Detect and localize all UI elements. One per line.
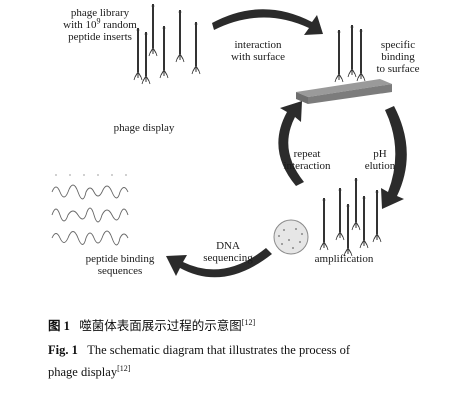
arrow-dna-sequencing bbox=[166, 248, 272, 278]
caption-english-line2: phage display[12] bbox=[48, 363, 131, 379]
label-interaction-with-surface: interaction with surface bbox=[230, 39, 286, 63]
bound-phages bbox=[334, 24, 366, 83]
arrow-interaction bbox=[212, 9, 323, 35]
label-phage-display: phage display bbox=[113, 122, 175, 134]
arrow-repeat-interaction bbox=[278, 101, 304, 186]
sequencing-chromatograms bbox=[51, 174, 129, 246]
caption-english: Fig. 1 The schematic diagram that illust… bbox=[48, 343, 350, 357]
caption-chinese: 图 1 噬菌体表面展示过程的示意图[12] bbox=[48, 317, 256, 333]
culture-dish bbox=[273, 219, 309, 255]
amplified-phages bbox=[319, 177, 382, 257]
label-amplification: amplification bbox=[314, 253, 374, 265]
label-phage-library: phage library with 109 random peptide in… bbox=[63, 7, 137, 43]
label-ph-elution: pH elution bbox=[364, 148, 396, 172]
label-specific-binding: specific binding to surface bbox=[376, 39, 420, 75]
label-peptide-binding-sequences: peptide binding sequences bbox=[85, 253, 155, 277]
phage-display-diagram bbox=[51, 3, 407, 278]
label-dna-sequencing: DNA sequencing bbox=[203, 240, 253, 264]
binding-surface bbox=[296, 79, 392, 104]
label-repeat-interaction: repeat interaction bbox=[283, 148, 331, 172]
arrow-ph-elution bbox=[381, 106, 407, 209]
